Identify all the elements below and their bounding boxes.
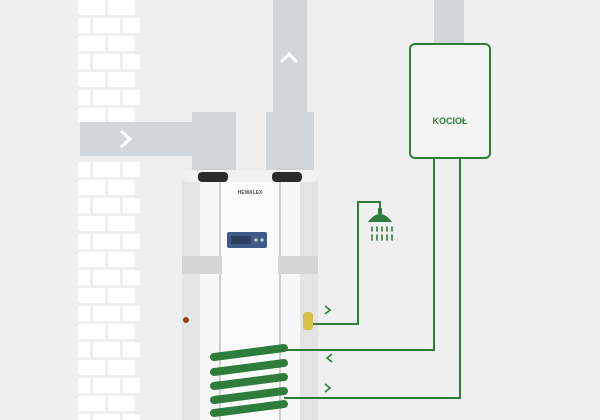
outlet-duct-elbow — [266, 112, 314, 172]
brick — [78, 36, 105, 51]
air-outlet-duct — [266, 0, 314, 180]
brick — [78, 198, 90, 213]
brick — [123, 234, 140, 249]
brick — [123, 54, 140, 69]
brick — [93, 306, 120, 321]
inlet-duct-horizontal — [80, 122, 192, 156]
inlet-duct-elbow — [192, 112, 236, 172]
brick — [123, 378, 140, 393]
brick — [108, 36, 135, 51]
display-screen — [231, 236, 251, 244]
coil-loop — [210, 344, 288, 361]
boiler-supply-pipe — [284, 158, 435, 351]
tank-left-shadow — [182, 176, 200, 420]
brick — [108, 360, 135, 375]
panel-seam-right — [279, 180, 281, 420]
brick — [108, 396, 135, 411]
brick — [123, 18, 140, 33]
brick — [93, 378, 120, 393]
brick — [78, 324, 105, 339]
brick — [93, 90, 120, 105]
boiler-return-pipe — [284, 158, 461, 399]
brick — [93, 54, 120, 69]
tank-port-right — [272, 172, 302, 182]
brick — [93, 270, 120, 285]
chevron-right-icon — [324, 383, 332, 393]
brick — [93, 162, 120, 177]
tank-band-right — [278, 256, 318, 274]
brick — [78, 234, 90, 249]
water-pipes — [284, 158, 461, 399]
brick — [108, 216, 135, 231]
boiler-flue-duct — [434, 0, 464, 44]
panel-seam-left — [219, 180, 221, 420]
brick — [78, 18, 90, 33]
tank-right-shadow — [300, 176, 318, 420]
brick — [108, 252, 135, 267]
brick — [123, 342, 140, 357]
brand-label: HEWALEX — [238, 190, 263, 196]
brick — [78, 360, 105, 375]
chevron-right-icon — [120, 129, 133, 149]
brick — [78, 54, 90, 69]
brick — [78, 180, 105, 195]
brick — [123, 198, 140, 213]
brick — [78, 270, 90, 285]
brick — [123, 270, 140, 285]
brick-wall — [78, 0, 140, 420]
brick — [108, 108, 135, 123]
brick — [78, 90, 90, 105]
brick — [123, 306, 140, 321]
brick — [78, 162, 90, 177]
brick — [93, 414, 120, 420]
display-button — [260, 238, 264, 242]
brick — [93, 18, 120, 33]
coil-loop — [210, 400, 288, 417]
boiler-label: KOCIOŁ — [433, 116, 469, 126]
brick — [108, 72, 135, 87]
brick — [78, 288, 105, 303]
brick — [78, 108, 105, 123]
heating-coil — [210, 344, 288, 417]
boiler: KOCIOŁ — [409, 43, 491, 159]
tank-band-left — [182, 256, 222, 274]
brick — [78, 414, 90, 420]
brick — [123, 414, 140, 420]
display-button — [254, 238, 258, 242]
brick — [93, 198, 120, 213]
tank-connection-left — [183, 317, 189, 323]
shower-head-icon — [368, 208, 393, 241]
brick — [78, 342, 90, 357]
chevron-left-icon — [325, 353, 333, 363]
brick — [108, 288, 135, 303]
hot-water-connector — [303, 312, 313, 330]
brick — [108, 180, 135, 195]
chevron-up-icon — [279, 51, 299, 64]
coil-loop — [210, 387, 288, 404]
coil-loop — [210, 373, 288, 390]
brick — [93, 234, 120, 249]
brick — [78, 0, 105, 15]
boiler-outline — [409, 43, 491, 159]
brick — [78, 72, 105, 87]
hot-water-pipe — [313, 201, 381, 325]
tank-port-left — [198, 172, 228, 182]
coil-loop — [210, 359, 288, 376]
brick — [108, 324, 135, 339]
brick — [108, 0, 135, 15]
brick — [78, 216, 105, 231]
brick — [78, 378, 90, 393]
brick — [78, 396, 105, 411]
brick — [123, 162, 140, 177]
brick — [78, 252, 105, 267]
brick — [123, 90, 140, 105]
brick — [78, 306, 90, 321]
flow-markers — [324, 305, 333, 393]
brick — [93, 342, 120, 357]
chevron-right-icon — [324, 305, 332, 315]
